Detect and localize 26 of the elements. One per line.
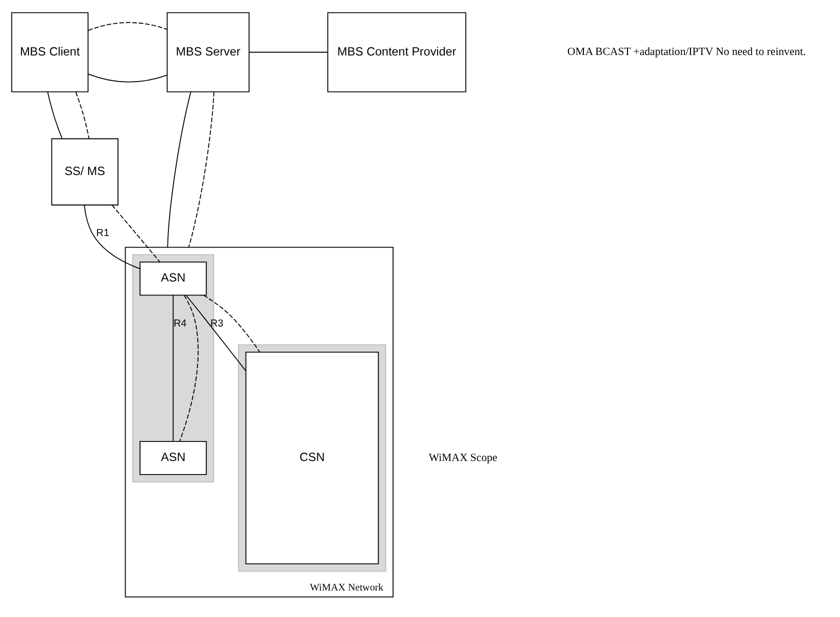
connector bbox=[88, 74, 168, 82]
edge-label: R1 bbox=[96, 228, 110, 240]
node-box: MBS Content Provider bbox=[327, 12, 466, 92]
connector bbox=[75, 92, 90, 139]
edge-label: R3 bbox=[210, 318, 224, 330]
label: WiMAX Scope bbox=[428, 452, 498, 464]
cluster bbox=[238, 344, 386, 572]
connector bbox=[203, 294, 260, 352]
node-box: CSN bbox=[245, 352, 379, 564]
label: OMA BCAST +adaptation/IPTV No need to reinvent. bbox=[567, 46, 806, 58]
node-box: ASN bbox=[140, 441, 207, 476]
edge-label: R4 bbox=[174, 318, 187, 330]
connector bbox=[248, 52, 328, 53]
node-box: MBS Server bbox=[166, 12, 250, 92]
node-box: ASN bbox=[140, 262, 207, 296]
connector bbox=[186, 294, 246, 372]
connector bbox=[88, 22, 168, 31]
connector bbox=[167, 92, 192, 248]
connector bbox=[112, 204, 160, 262]
connector bbox=[47, 92, 63, 139]
connector bbox=[179, 294, 199, 442]
node-box: MBS Client bbox=[11, 12, 89, 92]
connector bbox=[84, 204, 140, 270]
connector bbox=[188, 92, 214, 248]
node-box: SS/ MS bbox=[51, 138, 118, 206]
connector bbox=[172, 294, 174, 442]
